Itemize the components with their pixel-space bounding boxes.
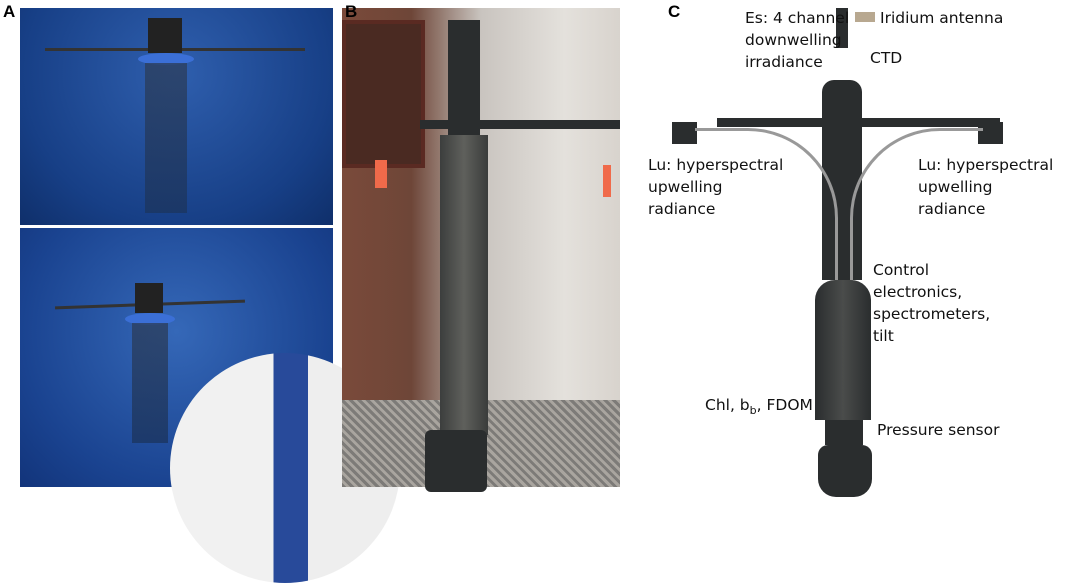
control-housing (815, 280, 871, 420)
label-line: upwelling (918, 178, 993, 196)
photo-buoy-at-sea-bottom (20, 228, 400, 583)
label-text: Chl, b (705, 396, 750, 414)
label-line: tilt (873, 327, 894, 345)
label-text: , FDOM (756, 396, 813, 414)
window (342, 20, 425, 168)
label-lu-left: Lu: hyperspectral upwelling radiance (648, 154, 783, 220)
cable-left (695, 128, 838, 291)
tag (375, 160, 387, 188)
label-line: Es: 4 channel (745, 9, 850, 27)
label-control: Control electronics, spectrometers, tilt (873, 259, 990, 347)
panel-label-a: A (3, 2, 16, 21)
buoy-base (818, 445, 872, 497)
label-line: upwelling (648, 178, 723, 196)
tag (603, 165, 611, 197)
buoy-crossbar (717, 118, 1000, 127)
label-iridium: Iridium antenna (880, 9, 1004, 27)
label-line: Lu: hyperspectral (918, 156, 1054, 174)
label-chl-bb-fdom: Chl, bb, FDOM (705, 394, 813, 422)
buoy-head (135, 283, 163, 313)
buoy-head (148, 18, 182, 53)
label-line: spectrometers, (873, 305, 991, 323)
es-sensor (836, 8, 848, 48)
buoy-base (425, 430, 487, 492)
label-line: radiance (918, 200, 986, 218)
label-line: electronics, (873, 283, 963, 301)
label-line: Lu: hyperspectral (648, 156, 784, 174)
panel-label-b: B (345, 2, 358, 21)
buoy-submerged-body (132, 323, 168, 443)
buoy-float-ring (125, 313, 175, 325)
label-line: radiance (648, 200, 716, 218)
lu-sensor-right (978, 122, 1003, 144)
label-line: Control (873, 261, 930, 279)
buoy-head (448, 20, 480, 140)
iridium-antenna (855, 12, 875, 22)
label-ctd: CTD (870, 49, 903, 67)
buoy-float-ring (138, 53, 194, 65)
panel-label-c: C (668, 2, 681, 21)
label-lu-right: Lu: hyperspectral upwelling radiance (918, 154, 1053, 220)
buoy-submerged-body (145, 63, 187, 213)
label-line: irradiance (745, 53, 823, 71)
chl-bb-fdom-sensor (825, 420, 863, 445)
label-subscript: b (749, 404, 757, 418)
buoy-body (440, 135, 488, 435)
label-pressure: Pressure sensor (877, 421, 1000, 439)
label-es: Es: 4 channel downwelling irradiance (745, 7, 849, 73)
label-line: downwelling (745, 31, 842, 49)
lu-sensor-left (672, 122, 697, 144)
photo-buoy-at-sea-top (20, 8, 333, 225)
buoy-crossbar (420, 120, 620, 129)
